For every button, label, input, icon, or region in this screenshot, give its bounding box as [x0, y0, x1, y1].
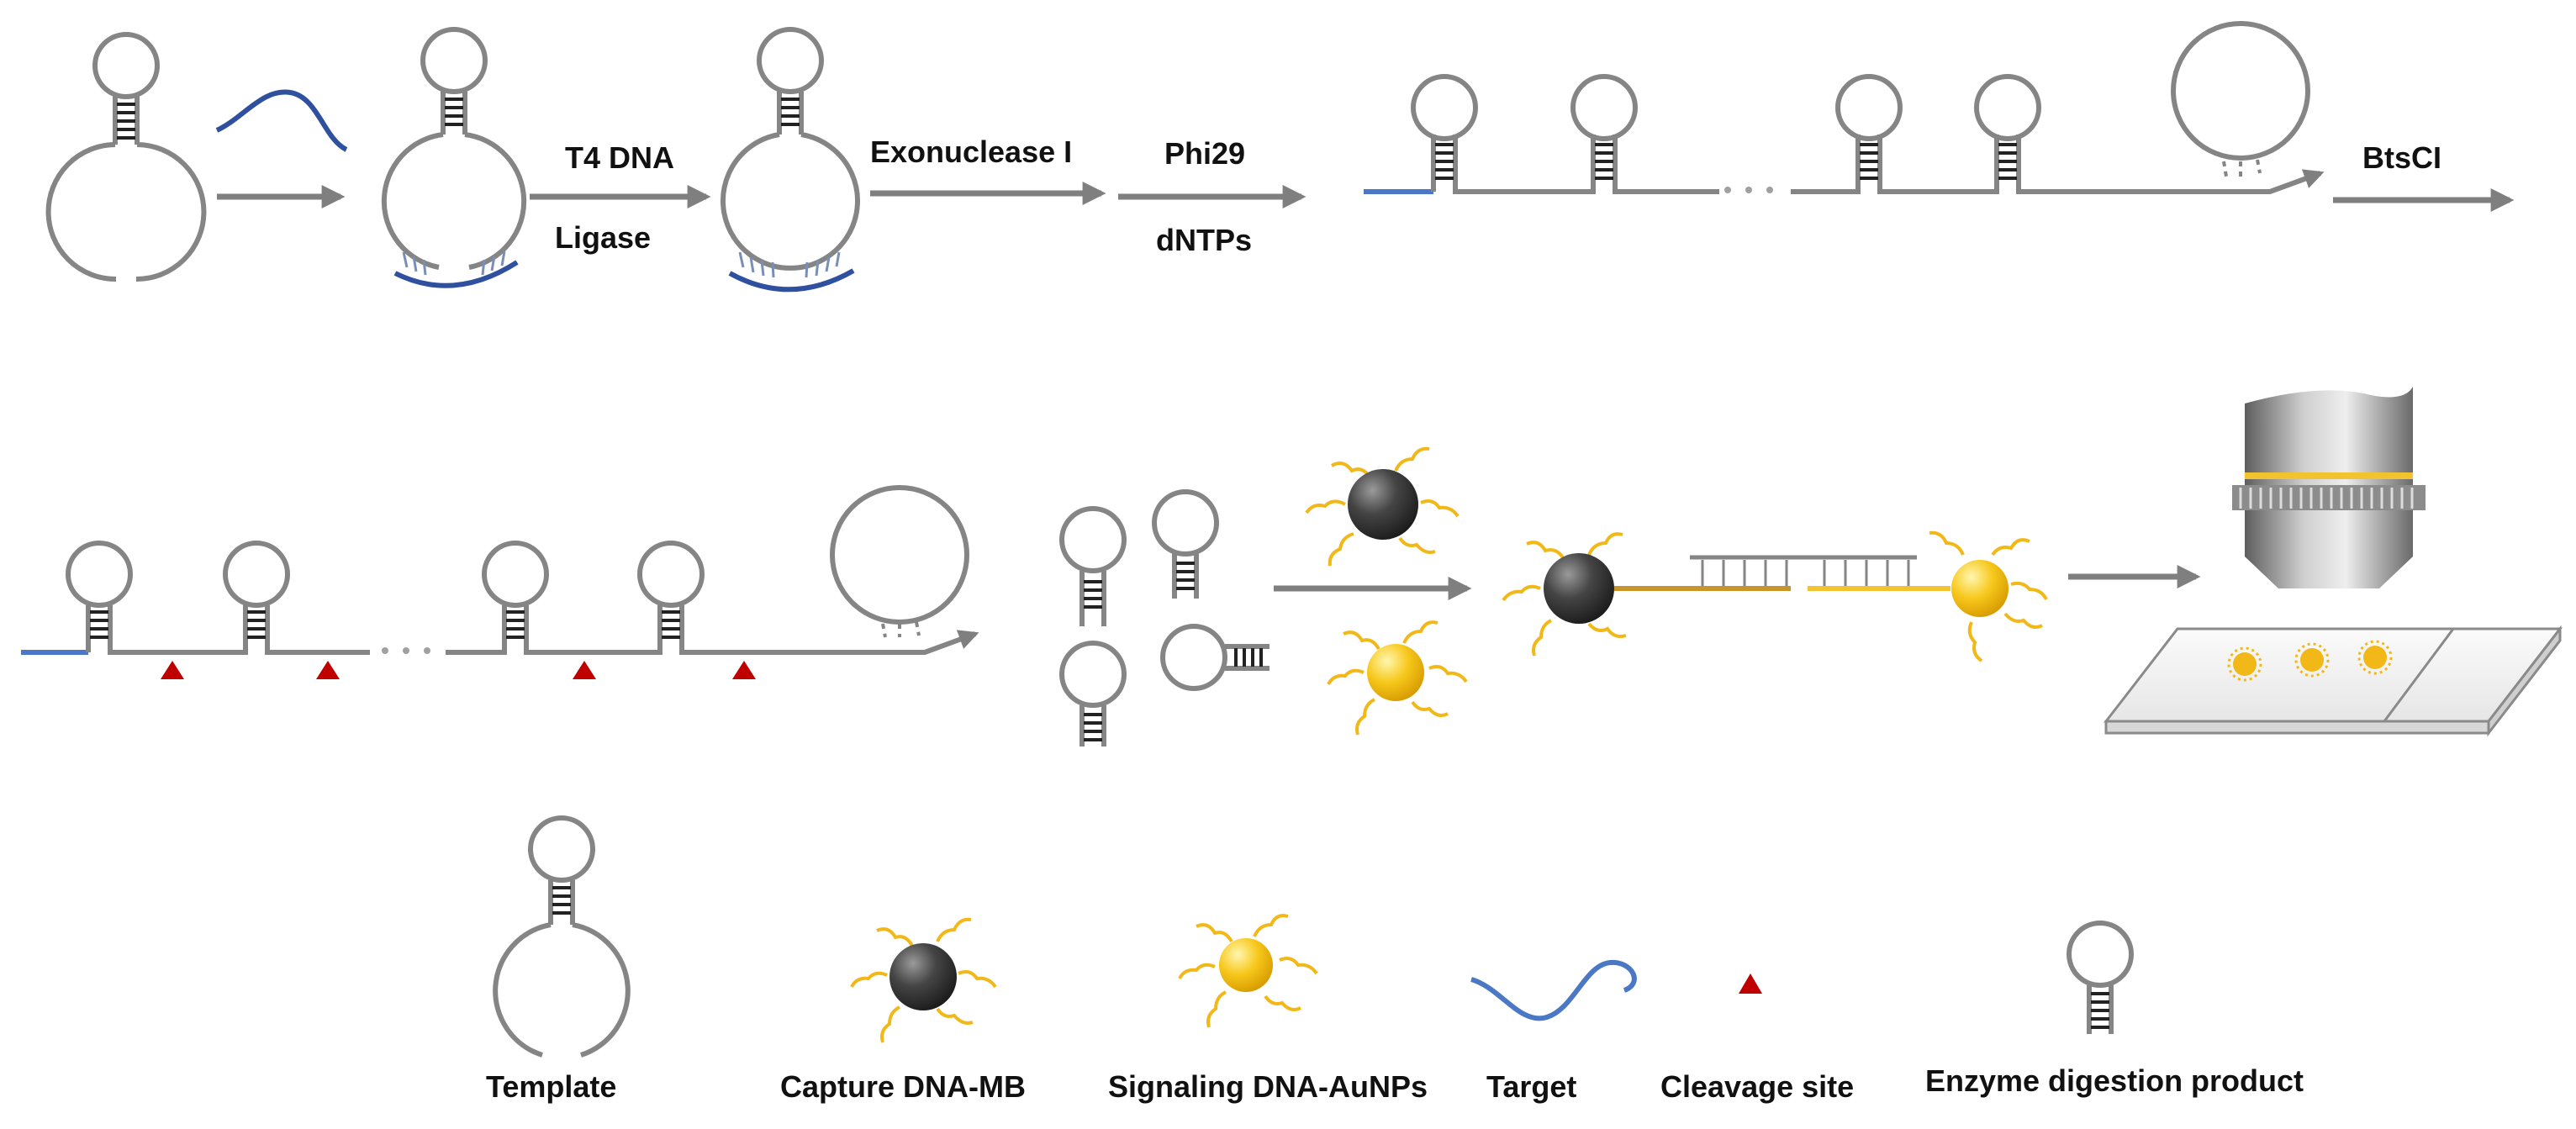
template-initial: [45, 32, 207, 282]
legend-capture-icon: [850, 917, 997, 1043]
microscope-objective-icon: [2232, 387, 2426, 588]
target-strand: [215, 89, 348, 152]
step-label-exonuclease: Exonuclease I: [870, 135, 1072, 169]
cleavage-sites: [161, 661, 756, 679]
rca-product-cleavage: [21, 485, 979, 655]
signaling-dna-aunp-reactant: [1327, 620, 1468, 736]
legend-product-icon: [2067, 921, 2134, 1034]
step-label-polymerase-2: dNTPs: [1156, 223, 1252, 257]
template-hybridized: [381, 27, 527, 288]
legend-template-icon: [493, 815, 631, 1058]
legend-label-capture: Capture DNA-MB: [780, 1069, 1026, 1104]
step-label-polymerase-1: Phi29: [1164, 136, 1245, 171]
legend-label-product: Enzyme digestion product: [1925, 1063, 2304, 1098]
legend-target-icon: [1470, 959, 1637, 1021]
template-ligated: [721, 27, 860, 293]
legend-label-cleavage: Cleavage site: [1660, 1069, 1854, 1104]
sandwich-complex: [1502, 530, 2048, 662]
glass-slide-icon: [2103, 625, 2563, 737]
legend-label-target: Target: [1486, 1069, 1576, 1104]
legend-cleavage-icon: [1739, 973, 1762, 994]
legend-signaling-icon: [1178, 914, 1318, 1028]
legend-label-template: Template: [486, 1069, 616, 1104]
legend-label-signaling: Signaling DNA-AuNPs: [1108, 1069, 1428, 1104]
step-label-restriction: BtsCI: [2362, 140, 2441, 175]
capture-dna-mb-reactant: [1305, 446, 1460, 567]
digestion-products: [1059, 489, 1270, 747]
step-label-ligation-2: Ligase: [555, 220, 651, 255]
step-label-ligation-1: T4 DNA: [565, 140, 674, 175]
rca-product: [1364, 21, 2325, 194]
